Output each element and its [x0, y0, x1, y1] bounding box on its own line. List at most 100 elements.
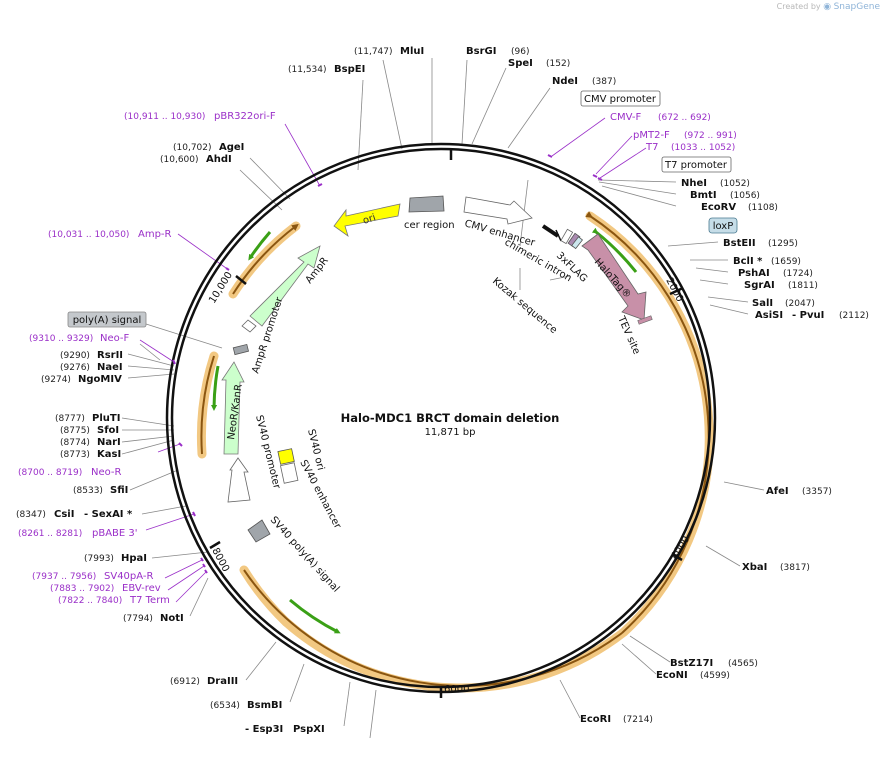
enzyme-pshai-pos: (1724) — [783, 269, 813, 279]
orf-line-ampr — [232, 223, 299, 295]
enzyme-kasi: KasI — [97, 449, 121, 460]
enzyme-kasi-pos: (8773) — [60, 450, 90, 460]
enzyme-sfoi: SfoI — [97, 425, 119, 436]
feature-sv40-polya — [247, 519, 271, 543]
enzyme-bcli: BclI * — [733, 256, 763, 267]
primer-amp-r: Amp-R — [138, 229, 172, 240]
enzyme-afei-pos: (3357) — [802, 487, 832, 497]
enzyme-pshai: PshAI — [738, 268, 770, 279]
orf-line-bottom — [243, 569, 623, 687]
enzyme-sgrai: SgrAI — [744, 280, 775, 291]
label-t7-promoter: T7 promoter — [664, 160, 728, 171]
enzyme-asisi: AsiSI — [755, 310, 783, 321]
enzyme-bspei: BspEI — [334, 64, 365, 75]
primer-ebv-rev-range: (7883 .. 7902) — [50, 584, 114, 594]
primer-sv40pa-r: SV40pA-R — [104, 571, 153, 582]
feature-loxp-box — [571, 236, 584, 250]
feature-sv40-ori — [277, 448, 295, 465]
enzyme-afei: AfeI — [766, 486, 789, 497]
enzyme-draiii-pos: (6534) — [210, 701, 240, 711]
enzyme-hpai-pos: (7993) — [84, 554, 114, 564]
enzyme-agei-pos: (10,702) — [173, 143, 212, 153]
label-ori: ori — [362, 212, 378, 226]
inner-arrow-halotag — [591, 227, 638, 273]
primer-pbr322ori-f: pBR322ori-F — [214, 111, 276, 122]
enzyme-sexai: - SexAI * — [84, 509, 133, 520]
enzyme-ecorv: EcoRV — [701, 202, 736, 213]
enzyme-ngomiv-pos: (9274) — [41, 375, 71, 385]
enzyme-econi-pos: (4599) — [700, 671, 730, 681]
primer-cmv-f: CMV-F — [610, 112, 641, 123]
feature-chimeric-intron — [560, 228, 574, 245]
enzyme-naei-pos: (9276) — [60, 363, 90, 373]
enzyme-sali: SalI — [752, 298, 773, 309]
enzyme-nari: NarI — [97, 437, 121, 448]
enzyme-pvui: - PvuI — [792, 310, 824, 321]
enzyme-sfii-pos: (8533) — [73, 486, 103, 496]
primer-cmv-f-range: (672 .. 692) — [658, 113, 711, 123]
enzyme-bmti-pos: (1056) — [730, 191, 760, 201]
backbone-inner — [170, 147, 712, 689]
enzyme-spei-pos: (152) — [546, 59, 570, 69]
primer-ticks — [172, 154, 603, 574]
enzyme-hpai: HpaI — [121, 553, 147, 564]
feature-tev-site — [637, 315, 653, 325]
primer-t7-term: T7 Term — [129, 595, 170, 606]
primer-ebv-rev: EBV-rev — [122, 583, 161, 594]
plasmid-name: Halo-MDC1 BRCT domain deletion — [341, 411, 560, 425]
feature-labels: ori cer region CMV enhancer chimeric int… — [226, 212, 642, 594]
primer-t7-term-range: (7822 .. 7840) — [58, 596, 122, 606]
enzyme-rsrii: RsrII — [97, 350, 123, 361]
enzyme-bcli-pos: (1659) — [771, 257, 801, 267]
feature-shapes — [221, 195, 653, 543]
tick-label-6000: 6000 — [444, 684, 469, 695]
enzyme-ahdi: AhdI — [206, 154, 232, 165]
enzyme-sgrai-pos: (1811) — [788, 281, 818, 291]
label-cer-region: cer region — [404, 220, 455, 231]
enzyme-bmti: BmtI — [690, 190, 717, 201]
primer-amp-r-range: (10,031 .. 10,050) — [48, 230, 129, 240]
enzyme-bsteii-pos: (1295) — [768, 239, 798, 249]
primer-neo-r-range: (8700 .. 8719) — [18, 468, 82, 478]
enzyme-ngomiv: NgoMIV — [78, 374, 122, 385]
feature-sv40-enhancer — [280, 462, 299, 484]
enzyme-sfoi-pos: (8775) — [60, 426, 90, 436]
enzyme-csii-pos: (8347) — [16, 510, 46, 520]
enzyme-bspei-pos: (11,534) — [288, 65, 327, 75]
enzyme-labels-right: BsrGI (96) SpeI (152) NdeI (387) NheI (1… — [466, 46, 869, 725]
inner-arrow-lower — [289, 598, 341, 634]
primer-neo-f: Neo-F — [100, 333, 130, 344]
enzyme-labels-left: (11,747) MluI (11,534) BspEI (10,702) Ag… — [16, 46, 424, 735]
feature-cmv-enhancer — [463, 196, 533, 225]
feature-polya-small — [232, 343, 250, 356]
enzyme-esp3i: PspXI — [293, 724, 325, 735]
enzyme-paqci-pos: (7214) — [623, 715, 653, 725]
primer-labels: (10,911 .. 10,930) pBR322ori-F CMV-F (67… — [18, 111, 737, 606]
enzyme-bsrgi-pos: (96) — [511, 47, 529, 57]
primer-sv40pa-r-range: (7937 .. 7956) — [32, 572, 96, 582]
enzyme-noti-pos: (7794) — [123, 614, 153, 624]
enzyme-xbai-pos: (3817) — [780, 563, 810, 573]
leader-lines — [121, 58, 765, 739]
enzyme-xbai: XbaI — [742, 562, 767, 573]
primer-neo-r: Neo-R — [91, 467, 122, 478]
primer-pbabe3: pBABE 3' — [92, 528, 138, 539]
boxed-labels: CMV promoter T7 promoter loxP poly(A) si… — [67, 90, 738, 328]
enzyme-csii: CsiI — [54, 509, 74, 520]
feature-ampr-promoter — [241, 319, 257, 333]
enzyme-ecori: DraIII — [207, 676, 238, 687]
feature-kozak-tick — [555, 229, 562, 242]
enzyme-ecori-pos: (6912) — [170, 677, 200, 687]
enzyme-rsrii-pos: (9290) — [60, 351, 90, 361]
enzyme-bsrgi: BsrGI — [466, 46, 496, 57]
feature-kozak-bar — [541, 224, 560, 238]
enzyme-ndei: NdeI — [552, 76, 578, 87]
primer-neo-f-range: (9310 .. 9329) — [29, 334, 93, 344]
tick-marks — [209, 148, 684, 698]
orf-line-halotag — [585, 211, 710, 634]
enzyme-ecorv-pos: (1108) — [748, 203, 778, 213]
feature-ori-arrow — [333, 203, 401, 238]
credit-prefix: Created by — [776, 2, 821, 11]
label-polya-signal: poly(A) signal — [73, 315, 142, 326]
